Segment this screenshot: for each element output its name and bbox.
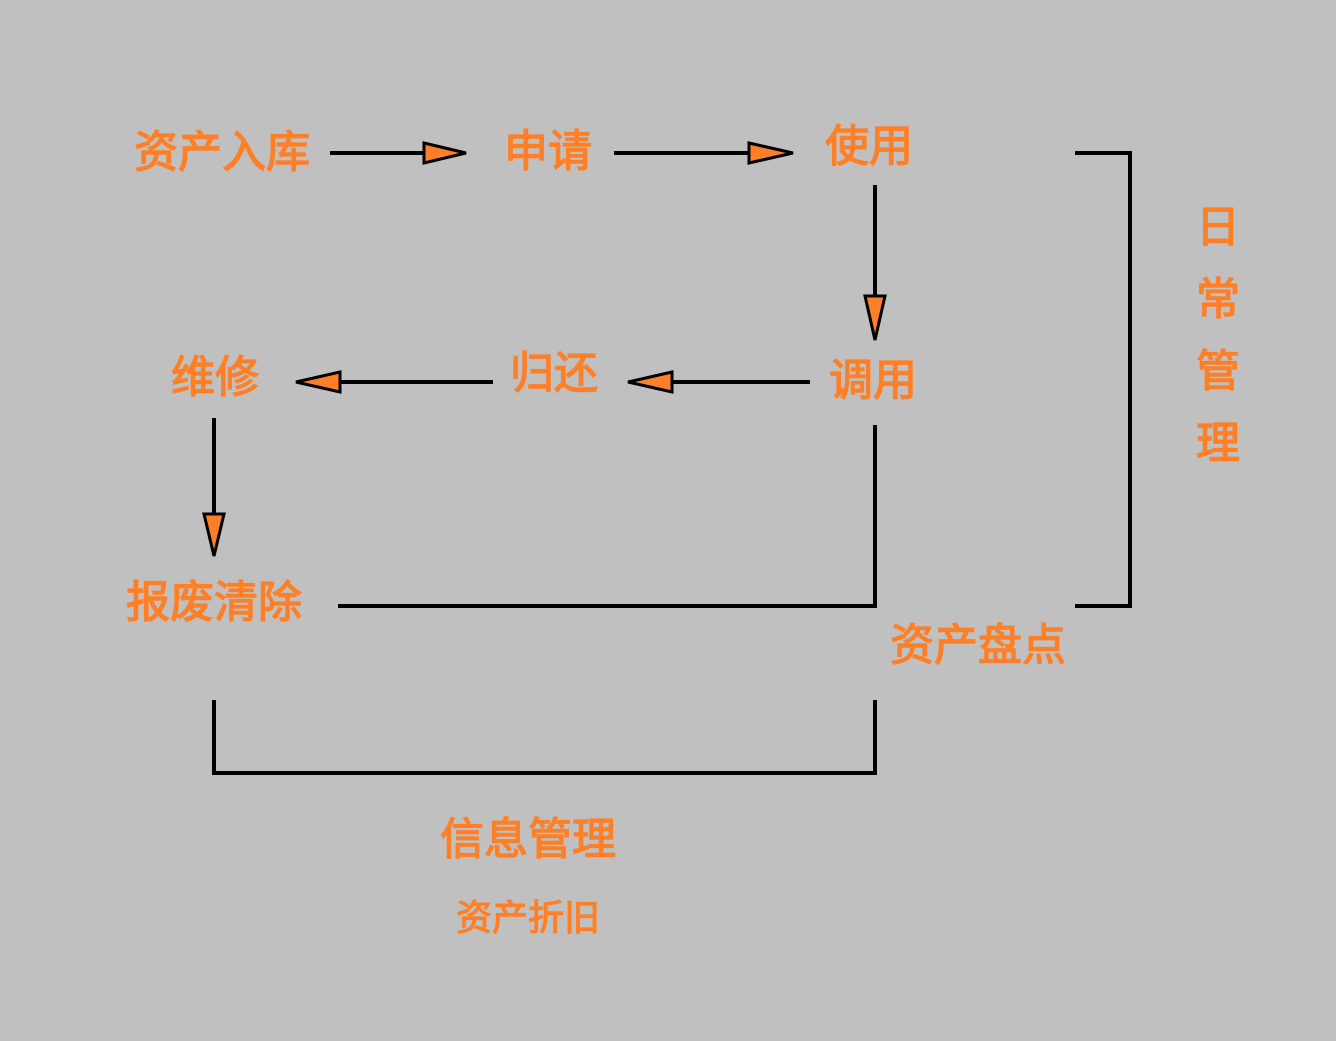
node-transfer: 调用 bbox=[829, 355, 917, 406]
arrow-repair-to-scrap bbox=[202, 418, 226, 557]
arrow-apply-to-use bbox=[614, 141, 794, 165]
node-use: 使用 bbox=[825, 121, 913, 172]
information-management-bracket bbox=[212, 700, 877, 775]
node-inventory: 资产盘点 bbox=[890, 620, 1066, 671]
node-asset-inbound: 资产入库 bbox=[134, 127, 310, 178]
node-scrap-clear: 报废清除 bbox=[126, 577, 302, 628]
node-apply: 申请 bbox=[504, 126, 592, 177]
label-information-management: 信息管理 bbox=[440, 814, 616, 865]
daily-management-bracket bbox=[1075, 151, 1132, 608]
connector-scrap-to-transfer bbox=[338, 425, 877, 608]
arrow-transfer-to-return bbox=[627, 370, 810, 394]
label-daily-management: 日常管理 bbox=[1196, 202, 1240, 469]
node-return: 归还 bbox=[510, 348, 598, 399]
arrow-inbound-to-apply bbox=[330, 141, 467, 165]
node-repair: 维修 bbox=[171, 352, 259, 403]
label-depreciation: 资产折旧 bbox=[455, 898, 601, 939]
arrow-return-to-repair bbox=[295, 370, 493, 394]
arrow-use-to-transfer bbox=[863, 185, 887, 341]
